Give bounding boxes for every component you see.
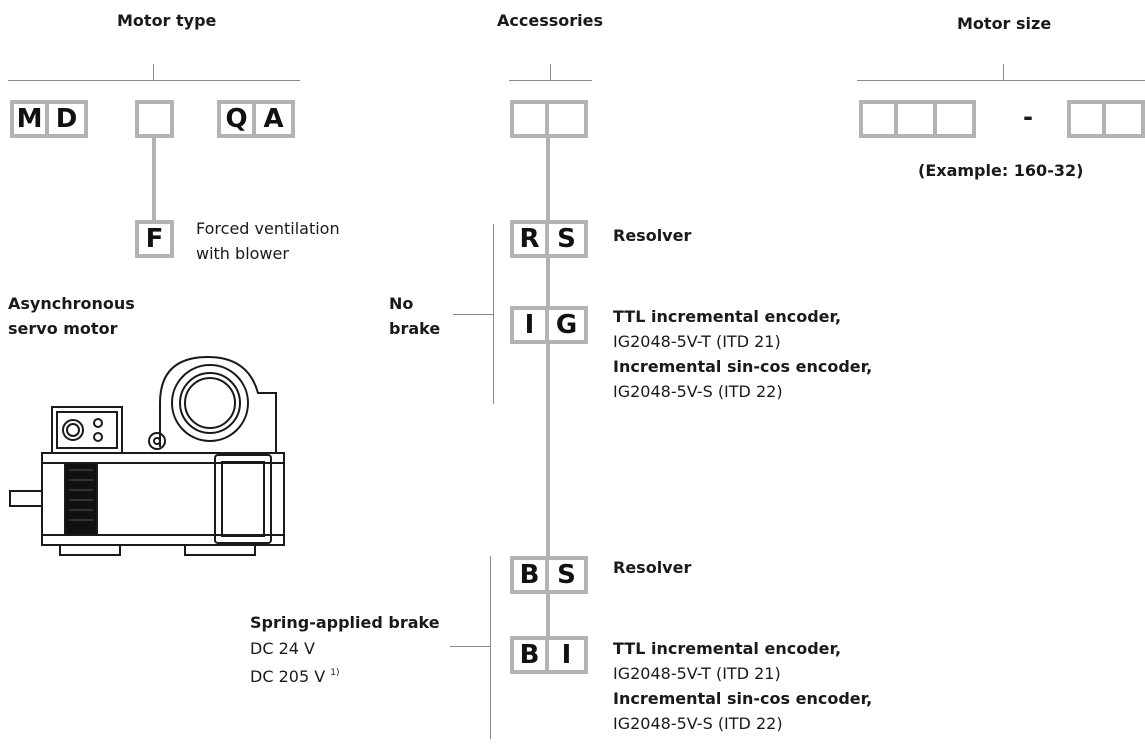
ventilation-connector [152,138,156,220]
size-box-3 [937,100,976,138]
accessory-slot-1 [510,100,549,138]
brake-bracket-link [450,646,490,647]
brake-dc2: DC 205 V 1) [250,667,340,686]
brake-title: Spring-applied brake [250,613,440,632]
code-box-rs-s: S [549,220,588,258]
motor-label-line2: servo motor [8,319,118,338]
ig-line4: IG2048-5V-S (ITD 22) [613,382,783,401]
code-box-ig-i: I [510,306,549,344]
motor-label-line1: Asynchronous [8,294,135,313]
size-box-1 [859,100,898,138]
motor-type-header: Motor type [117,11,217,30]
bs-description: Resolver [613,558,692,577]
code-box-bs-b: B [510,556,549,594]
ig-line2: IG2048-5V-T (ITD 21) [613,332,781,351]
bi-line4: IG2048-5V-S (ITD 22) [613,714,783,733]
code-box-ventilation-slot [135,100,174,138]
forced-ventilation-line1: Forced ventilation [196,219,340,238]
no-brake-bracket-link [453,314,493,315]
accessories-header: Accessories [497,11,603,30]
bi-line3: Incremental sin-cos encoder, [613,689,873,708]
no-brake-line1: No [389,294,414,313]
motor-size-bracket-tick [1003,64,1004,80]
ig-line3: Incremental sin-cos encoder, [613,357,873,376]
accessories-bracket [509,80,592,81]
bi-line1: TTL incremental encoder, [613,639,842,658]
code-box-bi-i: I [549,636,588,674]
forced-ventilation-line2: with blower [196,244,289,263]
rs-description: Resolver [613,226,692,245]
motor-type-bracket-tick [153,64,154,80]
code-box-a: A [256,100,295,138]
size-box-5 [1106,100,1145,138]
code-box-bi-b: B [510,636,549,674]
servo-motor-illustration [9,355,285,556]
brake-bracket [490,556,491,739]
brake-footnote: 1) [330,668,340,678]
code-box-q: Q [217,100,256,138]
no-brake-bracket [493,224,494,404]
size-box-4 [1067,100,1106,138]
code-box-d: D [49,100,88,138]
code-box-m: M [10,100,49,138]
code-box-f: F [135,220,174,258]
accessories-bracket-tick [550,64,551,80]
code-box-bs-s: S [549,556,588,594]
bi-line2: IG2048-5V-T (ITD 21) [613,664,781,683]
no-brake-line2: brake [389,319,441,338]
accessory-slot-2 [549,100,588,138]
motor-size-header: Motor size [957,14,1052,33]
accessories-trunk [546,138,550,636]
motor-type-bracket [8,80,300,81]
motor-size-bracket [857,80,1145,81]
code-box-rs-r: R [510,220,549,258]
size-box-2 [898,100,937,138]
motor-size-example: (Example: 160-32) [918,161,1084,180]
ig-line1: TTL incremental encoder, [613,307,842,326]
size-separator: - [1023,103,1033,131]
brake-dc1: DC 24 V [250,639,315,658]
code-box-ig-g: G [549,306,588,344]
